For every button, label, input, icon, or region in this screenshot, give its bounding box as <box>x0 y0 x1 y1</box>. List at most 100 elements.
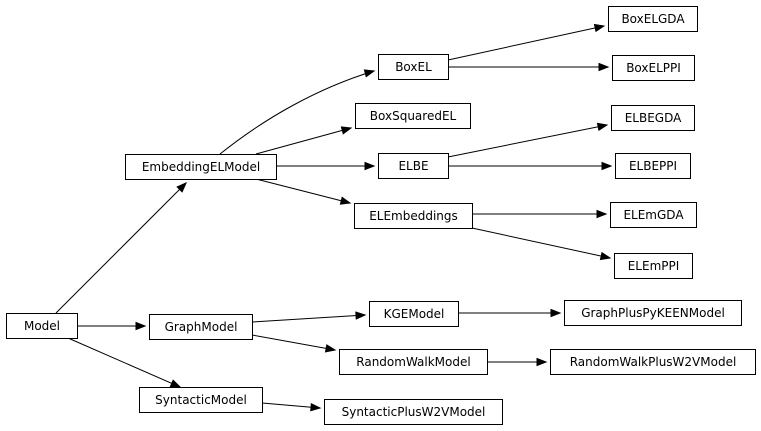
arrowhead-icon <box>593 23 606 33</box>
edge-embeddingelmodel-to-boxel <box>219 69 376 155</box>
node-label: BoxSquaredEL <box>370 109 457 123</box>
edge-elembeddings-to-elemppi <box>471 227 612 261</box>
edge-line <box>251 314 366 323</box>
edge-line <box>261 402 321 409</box>
edge-kgemodel-to-graphpluspykeenmodel <box>458 308 562 318</box>
node-label: SyntacticPlusW2VModel <box>342 405 486 419</box>
arrowhead-icon <box>599 251 612 261</box>
edge-line <box>255 178 351 204</box>
node-label: GraphModel <box>165 320 238 334</box>
edge-syntacticmodel-to-syntacticplusw2vmodel <box>261 402 322 412</box>
edge-model-to-graphmodel <box>77 321 147 331</box>
node-box <box>378 153 449 179</box>
node-box <box>378 54 449 80</box>
node-label: ELEmPPI <box>628 259 680 273</box>
edge-line <box>447 124 608 158</box>
edges-layer <box>55 23 613 412</box>
node-kgemodel[interactable]: KGEModel <box>369 301 459 327</box>
edge-line <box>67 337 181 388</box>
nodes-layer: Model EmbeddingELModelGraphModelSyntactic… <box>6 6 756 425</box>
edge-graphmodel-to-randomwalkmodel <box>251 334 337 353</box>
arrowhead-icon <box>596 122 609 132</box>
node-elemppi[interactable]: ELEmPPI <box>614 253 693 279</box>
node-label: ELBEGDA <box>625 111 682 125</box>
node-randomwalkmodel[interactable]: RandomWalkModel <box>339 349 488 375</box>
node-elembeddings[interactable]: ELEmbeddings <box>354 203 473 229</box>
node-elbeppi[interactable]: ELBEPPI <box>615 153 691 179</box>
edge-model-to-syntacticmodel <box>67 337 182 388</box>
node-label: BoxELPPI <box>626 61 681 75</box>
arrowhead-icon <box>598 62 610 72</box>
node-boxelppi[interactable]: BoxELPPI <box>612 55 695 81</box>
arrowhead-icon <box>310 402 322 412</box>
edge-embeddingelmodel-to-elbe <box>276 161 376 171</box>
edge-randomwalkmodel-to-randomwalkplusw2vmodel <box>487 357 548 367</box>
edge-line <box>447 25 605 61</box>
node-box <box>149 314 253 340</box>
edge-boxel-to-boxelgda <box>447 23 606 61</box>
edge-line <box>471 227 611 259</box>
arrowhead-icon <box>596 209 608 219</box>
edge-line <box>251 334 336 351</box>
node-embeddingelmodel[interactable]: EmbeddingELModel <box>125 154 277 180</box>
edge-elembeddings-to-elemgda <box>472 209 608 219</box>
node-box <box>339 349 488 375</box>
node-box <box>612 55 695 81</box>
edge-graphmodel-to-kgemodel <box>251 311 367 323</box>
arrowhead-icon <box>339 196 352 205</box>
edge-line <box>255 127 352 155</box>
node-box <box>139 387 263 413</box>
node-box <box>564 300 742 326</box>
node-graphmodel[interactable]: GraphModel <box>149 314 253 340</box>
arrowhead-icon <box>536 357 548 367</box>
arrowhead-icon <box>364 161 376 171</box>
node-label: BoxEL <box>395 60 432 74</box>
arrowhead-icon <box>363 69 376 78</box>
arrowhead-icon <box>324 344 337 353</box>
arrowhead-icon <box>169 379 182 388</box>
edge-elbe-to-elbeppi <box>448 161 613 171</box>
node-syntacticplusw2vmodel[interactable]: SyntacticPlusW2VModel <box>324 399 503 425</box>
arrowhead-icon <box>176 182 187 193</box>
node-boxsquaredel[interactable]: BoxSquaredEL <box>355 103 471 129</box>
arrowhead-icon <box>135 321 147 331</box>
node-elbe[interactable]: ELBE <box>378 153 449 179</box>
node-elbegda[interactable]: ELBEGDA <box>611 105 695 131</box>
node-box <box>125 154 277 180</box>
node-elemgda[interactable]: ELEmGDA <box>610 202 697 228</box>
edge-model-to-embeddingelmodel <box>55 182 187 314</box>
edge-elbe-to-elbegda <box>447 122 609 158</box>
edge-line <box>219 70 375 155</box>
node-label: KGEModel <box>384 307 445 321</box>
node-box <box>324 399 503 425</box>
arrowhead-icon <box>340 126 353 135</box>
node-box <box>608 6 698 32</box>
arrowhead-icon <box>355 311 367 320</box>
node-box <box>550 349 756 375</box>
node-label: ELEmbeddings <box>369 209 458 223</box>
node-randomwalkplusw2vmodel[interactable]: RandomWalkPlusW2VModel <box>550 349 756 375</box>
node-boxelgda[interactable]: BoxELGDA <box>608 6 698 32</box>
node-label: ELEmGDA <box>623 208 684 222</box>
arrowhead-icon <box>550 308 562 318</box>
arrowhead-icon <box>601 161 613 171</box>
node-box <box>369 301 459 327</box>
node-box <box>615 153 691 179</box>
node-graphpluspykeenmodel[interactable]: GraphPlusPyKEENModel <box>564 300 742 326</box>
node-box <box>610 202 697 228</box>
node-label: ELBE <box>398 159 428 173</box>
node-label: EmbeddingELModel <box>142 160 260 174</box>
node-box <box>614 253 693 279</box>
node-label: RandomWalkModel <box>356 355 470 369</box>
node-box <box>6 313 78 339</box>
node-label: Model <box>24 319 60 333</box>
edge-line <box>55 182 187 314</box>
node-label: RandomWalkPlusW2VModel <box>570 355 737 369</box>
node-model[interactable]: Model <box>6 313 78 339</box>
node-boxel[interactable]: BoxEL <box>378 54 449 80</box>
edge-embeddingelmodel-to-boxsquaredel <box>255 126 353 155</box>
node-label: GraphPlusPyKEENModel <box>581 306 725 320</box>
node-label: ELBEPPI <box>629 159 677 173</box>
node-syntacticmodel[interactable]: SyntacticModel <box>139 387 263 413</box>
